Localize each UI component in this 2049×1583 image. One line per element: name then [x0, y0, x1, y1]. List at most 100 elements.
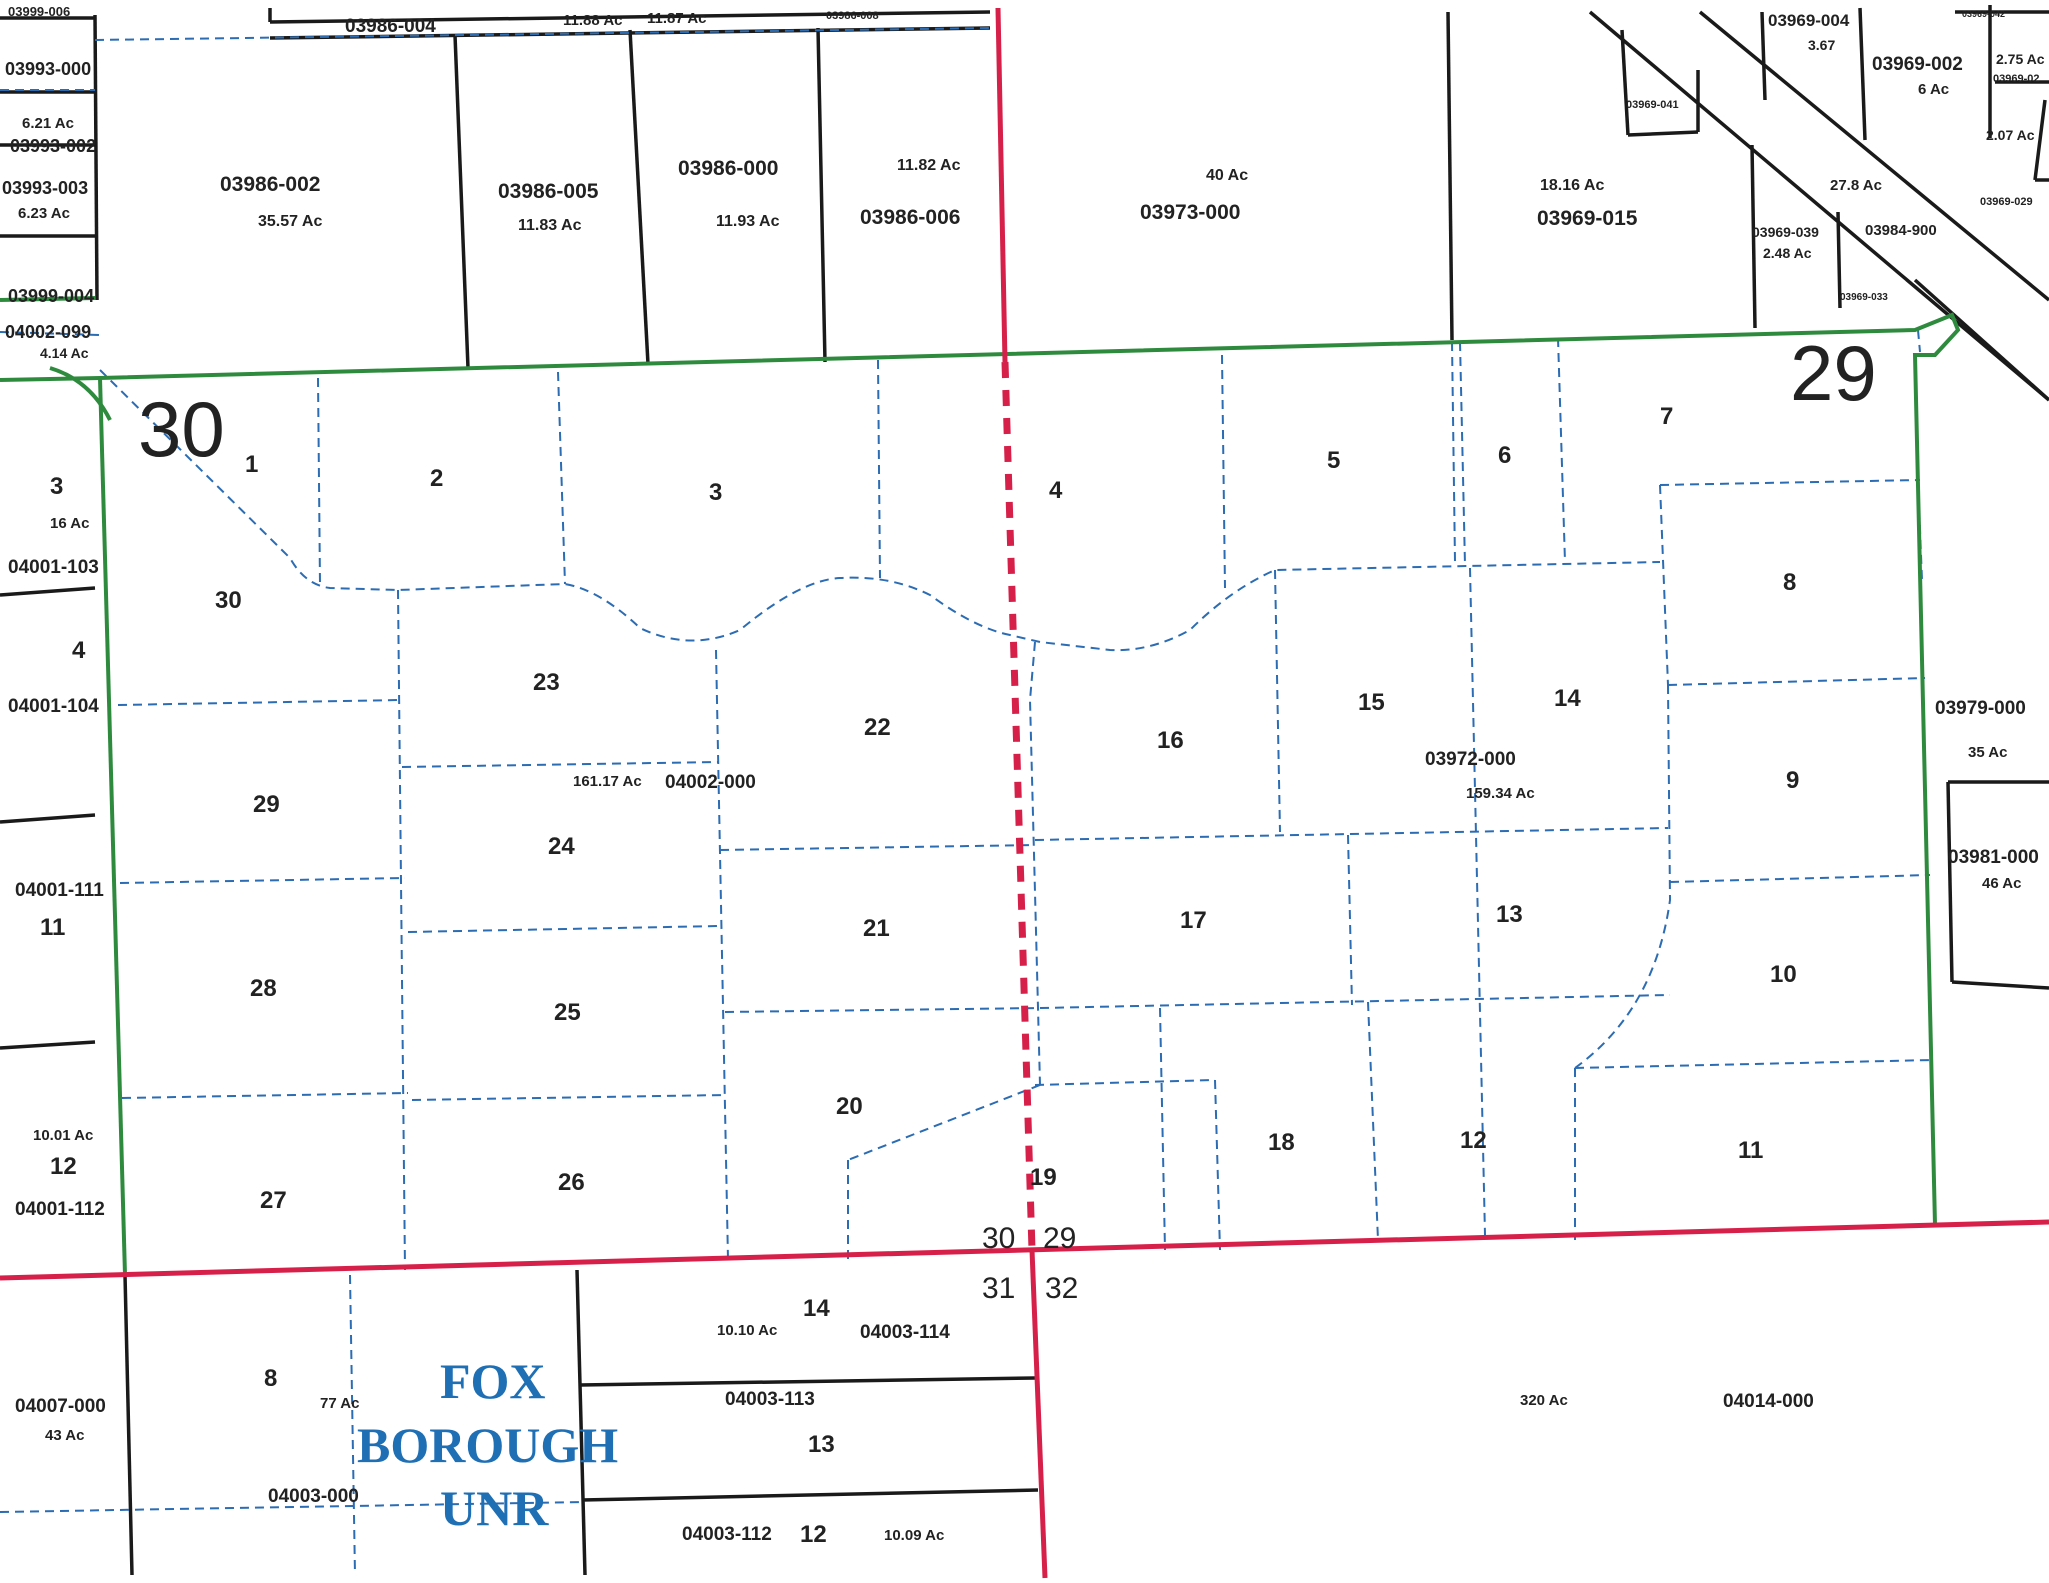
acreage-label: 4.14 Ac — [40, 345, 89, 361]
lot-17: 17 — [1180, 907, 1207, 934]
parcel-label: 03969-033 — [1840, 292, 1888, 303]
parcel-label: 03969-041 — [1626, 99, 1679, 111]
parcel-label: 04001-103 — [8, 557, 99, 578]
parcel-label: 03986-004 — [345, 16, 436, 37]
parcel-label: 04007-000 — [15, 1396, 106, 1417]
lot-numbers: 1 2 3 4 5 6 7 8 9 10 11 12 13 14 15 16 1… — [215, 403, 1799, 1214]
parcel-label: 03969-029 — [1980, 196, 2033, 208]
parcel-label: 03981-000 — [1948, 847, 2039, 868]
parcel-label: 03986-002 — [220, 173, 320, 196]
acreage-label: 10.09 Ac — [884, 1527, 944, 1544]
lot-13: 13 — [1496, 901, 1523, 928]
parcel-label: 03969-015 — [1537, 207, 1638, 230]
acreage-label: 10.01 Ac — [33, 1127, 93, 1144]
acreage-label: 11.87 Ac — [647, 10, 707, 27]
lot-8-south: 8 — [264, 1365, 277, 1392]
lot-11-west: 11 — [40, 914, 65, 941]
parcel-label: 03972-000 — [1425, 749, 1516, 770]
lot-14-south: 14 — [803, 1295, 830, 1322]
lot-30: 30 — [215, 587, 242, 614]
parcel-label: 04014-000 — [1723, 1391, 1814, 1412]
lot-1: 1 — [245, 451, 258, 478]
lot-29: 29 — [253, 791, 280, 818]
lot-10: 10 — [1770, 961, 1797, 988]
fox-borough-label: FOX BOROUGH UNR — [357, 1353, 618, 1536]
lot-28: 28 — [250, 975, 277, 1002]
lot-7: 7 — [1660, 403, 1673, 430]
subdivision-boundary — [0, 296, 1961, 1276]
acreage-label: 46 Ac — [1982, 875, 2021, 892]
lot-11: 11 — [1738, 1137, 1763, 1164]
parcel-label: 03986-008 — [826, 10, 879, 22]
acreage-label: 77 Ac — [320, 1395, 359, 1412]
lot-24: 24 — [548, 833, 575, 860]
acreage-label: 35.57 Ac — [258, 213, 322, 230]
lot-13-south: 13 — [808, 1431, 835, 1458]
acreage-label: 3.67 — [1808, 37, 1835, 53]
parcel-label: 03969-042 — [1962, 9, 2005, 19]
fox-label-line: UNR — [440, 1480, 549, 1536]
lot-14: 14 — [1554, 685, 1581, 712]
parcel-label: 03984-900 — [1865, 222, 1937, 239]
acreage-label: 11.93 Ac — [716, 213, 780, 230]
parcel-label: 03986-006 — [860, 206, 960, 229]
fox-label-line: FOX — [440, 1353, 546, 1409]
section-numbers: 30 29 30 29 31 32 — [138, 329, 1877, 1305]
lot-4: 4 — [1049, 477, 1063, 504]
lot-8: 8 — [1783, 569, 1796, 596]
acreage-label: 18.16 Ac — [1540, 177, 1604, 194]
acreage-label: 11.82 Ac — [897, 157, 961, 174]
parcel-label: 04001-111 — [15, 880, 104, 901]
acreage-label: 16 Ac — [50, 515, 89, 532]
lot-22: 22 — [864, 714, 891, 741]
lot-12: 12 — [1460, 1127, 1487, 1154]
acreage-label: 320 Ac — [1520, 1392, 1568, 1409]
lot-16: 16 — [1157, 727, 1184, 754]
corner-32-label: 32 — [1045, 1272, 1078, 1305]
parcel-label: 03979-000 — [1935, 698, 2026, 719]
parcel-label: 04003-112 — [682, 1524, 772, 1545]
acreage-label: 35 Ac — [1968, 744, 2007, 761]
acreage-label: 2.48 Ac — [1763, 245, 1812, 261]
lot-12-west: 12 — [50, 1153, 77, 1180]
acreage-label: 6.21 Ac — [22, 115, 74, 132]
parcel-label: 03969-039 — [1752, 224, 1819, 240]
parcel-label: 04003-113 — [725, 1389, 815, 1410]
corner-29-label: 29 — [1043, 1222, 1076, 1255]
section-29-label: 29 — [1790, 329, 1877, 417]
acreage-label: 2.07 Ac — [1986, 127, 2035, 143]
parcel-label: 03969-004 — [1768, 11, 1850, 30]
lot-3: 3 — [709, 479, 722, 506]
parcel-label: 03986-005 — [498, 180, 599, 203]
lot-25: 25 — [554, 999, 581, 1026]
acreage-label: 40 Ac — [1206, 167, 1248, 184]
parcel-label: 03993-000 — [5, 59, 91, 79]
fox-label-line: BOROUGH — [357, 1417, 618, 1473]
acreage-label: 43 Ac — [45, 1427, 84, 1444]
lot-26: 26 — [558, 1169, 585, 1196]
acreage-label: 27.8 Ac — [1830, 177, 1882, 194]
parcel-label: 04002-000 — [665, 772, 756, 793]
parcel-label: 03973-000 — [1140, 201, 1240, 224]
parcel-label: 03986-000 — [678, 157, 778, 180]
lot-12-south: 12 — [800, 1521, 827, 1548]
section-lines — [0, 7, 2049, 1579]
acreage-label: 2.75 Ac — [1996, 51, 2045, 67]
lot-4-west: 4 — [72, 637, 86, 664]
corner-30-label: 30 — [982, 1222, 1015, 1255]
parcel-label: 04001-112 — [15, 1199, 105, 1220]
acreage-label: 10.10 Ac — [717, 1322, 777, 1339]
lot-15: 15 — [1358, 689, 1385, 716]
parcel-label: 03999-004 — [8, 286, 94, 306]
parcel-label: 03969-002 — [1872, 54, 1963, 75]
parcel-labels: 03999-006 03986-004 11.88 Ac 11.87 Ac 03… — [2, 4, 2045, 1548]
parcel-label: 04001-104 — [8, 696, 99, 717]
corner-31-label: 31 — [982, 1272, 1015, 1305]
lot-21: 21 — [863, 915, 890, 942]
lot-3-west: 3 — [50, 473, 63, 500]
lot-27: 27 — [260, 1187, 287, 1214]
parcel-label: 04002-099 — [5, 322, 91, 342]
lot-5: 5 — [1327, 447, 1340, 474]
